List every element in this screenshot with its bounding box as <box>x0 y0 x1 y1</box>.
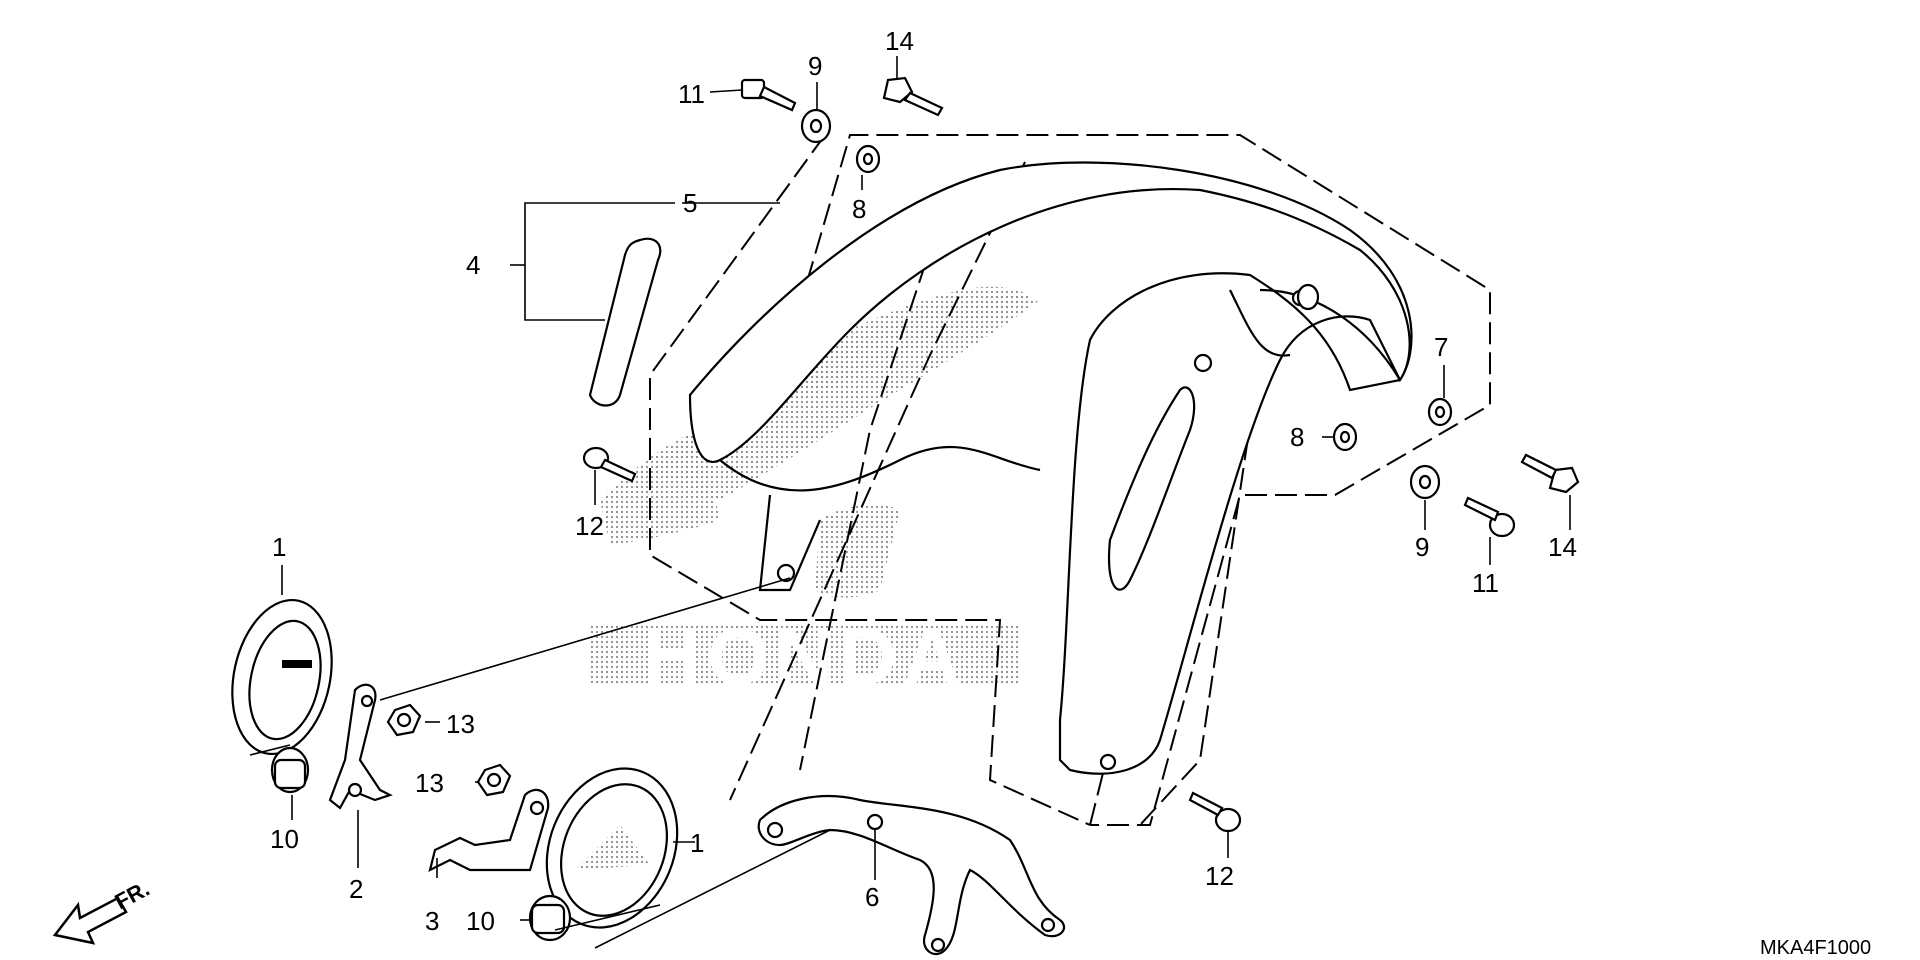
arrow-front-icon: FR. <box>52 876 154 945</box>
collar-7 <box>1427 397 1453 427</box>
callout-4: 4 <box>466 250 480 280</box>
bolt-14-top <box>882 76 944 117</box>
callout-7: 7 <box>1434 332 1448 362</box>
callout-9-right: 9 <box>1415 532 1429 562</box>
grommet-10a <box>270 746 310 794</box>
callout-8-right: 8 <box>1290 422 1304 452</box>
washer-9-top <box>800 108 832 144</box>
reflector-upper <box>231 598 333 756</box>
bolt-12-left <box>582 446 637 483</box>
callouts: 11 9 14 8 5 4 12 1 13 13 10 2 3 10 1 6 1… <box>270 26 1577 936</box>
callout-8-top: 8 <box>852 194 866 224</box>
bolt-11-top <box>740 78 797 112</box>
reflector-bracket-2 <box>328 683 393 810</box>
callout-14-top: 14 <box>885 26 914 56</box>
collar-8-right <box>1332 422 1358 452</box>
callout-13-lower: 13 <box>415 768 444 798</box>
callout-1-lower: 1 <box>690 828 704 858</box>
leader-lines <box>249 56 1571 949</box>
callout-9-top: 9 <box>808 51 822 81</box>
grommet-10b <box>528 894 572 942</box>
callout-3: 3 <box>425 906 439 936</box>
callout-10-lower: 10 <box>466 906 495 936</box>
callout-12-right: 12 <box>1205 861 1234 891</box>
bolt-11-right <box>1463 496 1516 538</box>
bolt-14-right <box>1520 453 1580 494</box>
reflector-bracket-3 <box>428 788 550 873</box>
washer-9-right <box>1409 464 1441 500</box>
honda-wing-watermark: HONDA <box>590 286 1040 701</box>
bolt-12-right <box>1188 791 1242 833</box>
watermark-text: HONDA <box>643 612 966 701</box>
fender-sticker <box>588 237 662 407</box>
diagram-code: MKA4F1000 <box>1760 937 1871 959</box>
callout-13-upper: 13 <box>446 709 475 739</box>
reflector-lower <box>545 767 679 929</box>
callout-6: 6 <box>865 882 879 912</box>
callout-11-top: 11 <box>678 79 705 109</box>
callout-1-upper: 1 <box>272 532 286 562</box>
collar-8-top <box>855 144 881 174</box>
callout-10-left: 10 <box>270 824 299 854</box>
fender-stay <box>757 794 1066 956</box>
front-fender <box>688 161 1413 775</box>
callout-12-left: 12 <box>575 511 604 541</box>
callout-5: 5 <box>683 188 697 218</box>
callout-2: 2 <box>349 874 363 904</box>
callout-11-right: 11 <box>1472 568 1499 598</box>
collar-fender <box>1296 283 1320 311</box>
callout-14-right: 14 <box>1548 532 1577 562</box>
